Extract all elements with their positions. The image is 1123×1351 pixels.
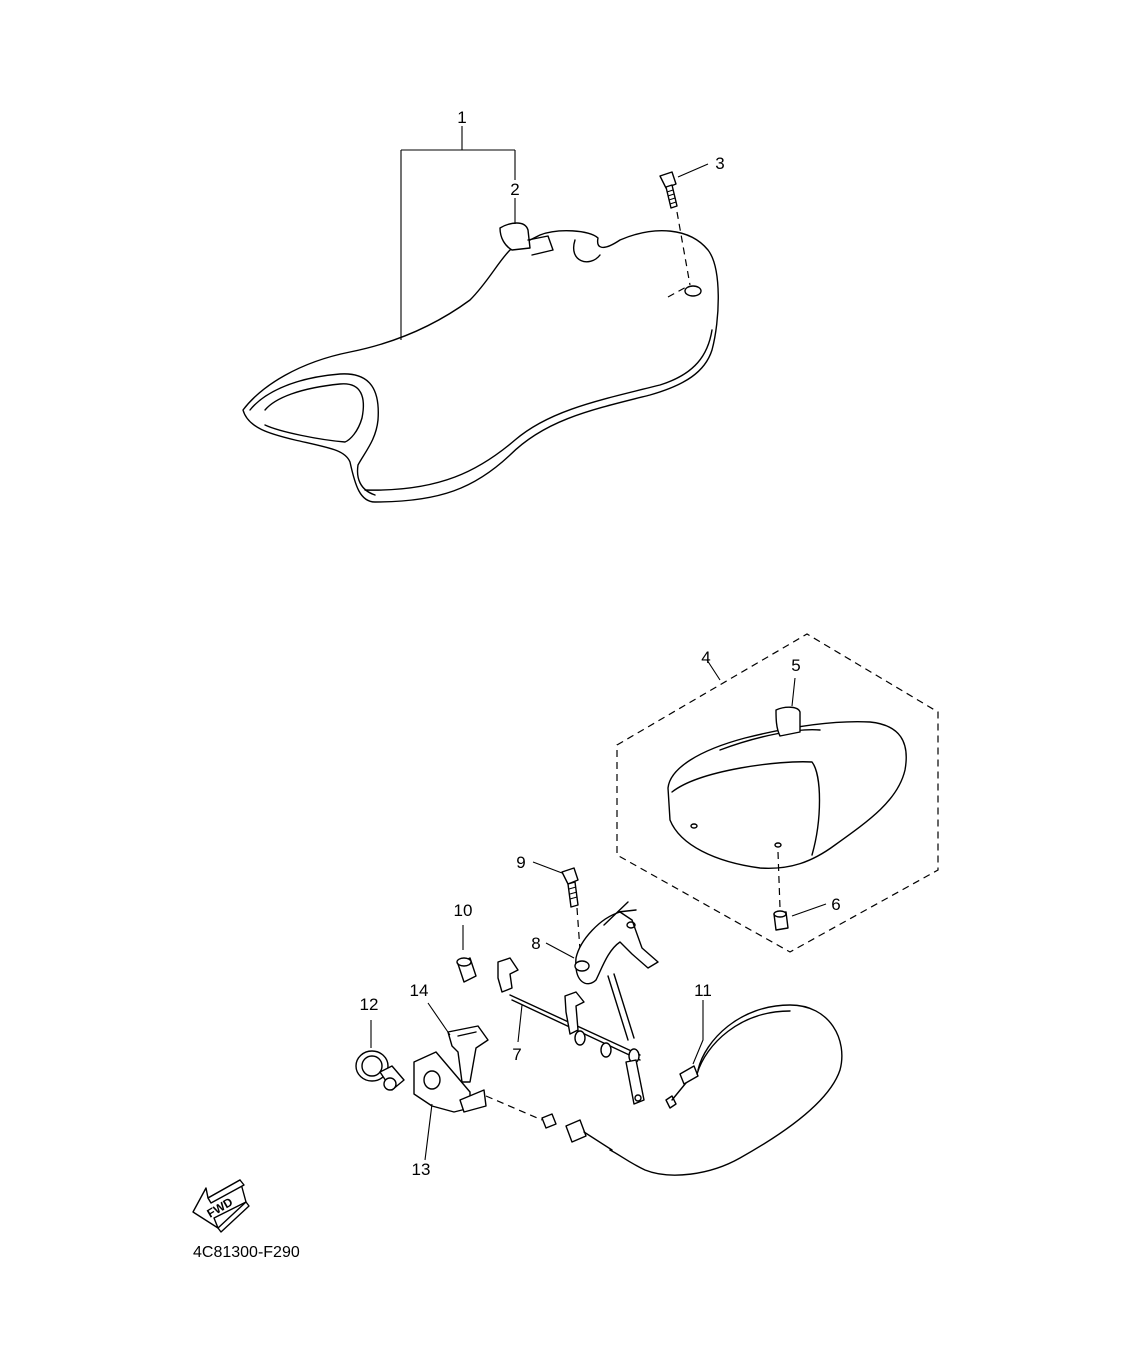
callout-7: 7: [512, 1045, 521, 1064]
diagram-part-number: 4C81300-F290: [193, 1244, 300, 1261]
seat-assembly-bracket: [400, 126, 516, 340]
callout-12: 12: [360, 995, 379, 1014]
callout-5: 5: [791, 656, 800, 675]
rider-seat: [242, 222, 719, 503]
callout-11: 11: [694, 981, 712, 1000]
passenger-seat-group: [616, 633, 939, 953]
callout-2: 2: [510, 180, 519, 199]
lock-mechanism: [355, 861, 843, 1176]
callout-6: 6: [831, 895, 840, 914]
callout-labels: 1 2 3 4 5 6 7 8 9 10 11 12 14 13: [360, 108, 841, 1179]
callout-3: 3: [715, 154, 724, 173]
callout-14: 14: [410, 981, 429, 1000]
callout-4: 4: [701, 648, 710, 667]
callout-10: 10: [454, 901, 473, 920]
callout-9: 9: [516, 853, 525, 872]
callout-1: 1: [457, 108, 466, 127]
callout-13: 13: [412, 1160, 431, 1179]
seat-bolt-3: [659, 163, 709, 286]
callout-8: 8: [531, 934, 540, 953]
forward-arrow-icon: FWD: [192, 1179, 250, 1233]
